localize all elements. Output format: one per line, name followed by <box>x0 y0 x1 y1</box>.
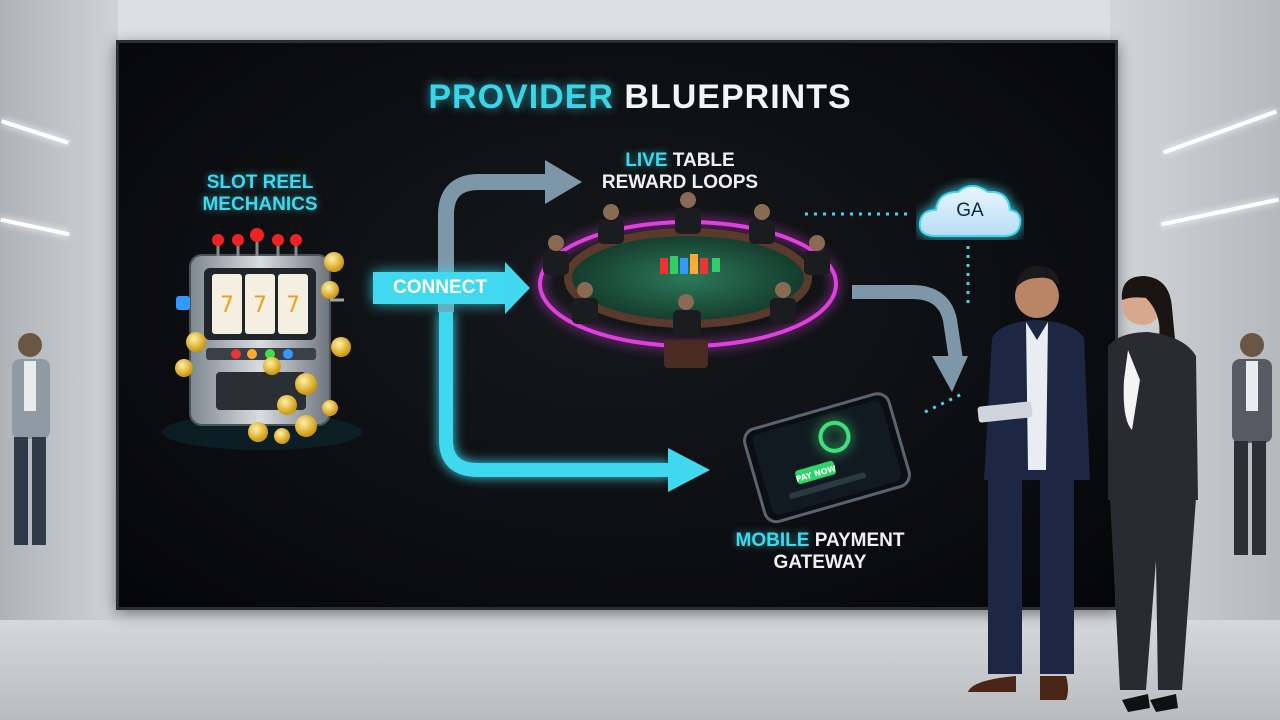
mobile-label-line1: MOBILE PAYMENT <box>720 530 920 552</box>
presenter-woman <box>1108 276 1198 712</box>
arrow-to-mobile <box>439 312 670 477</box>
live-table-icon <box>538 192 838 368</box>
live-table-label: LIVE TABLE REWARD LOOPS <box>580 150 780 194</box>
live-label-accent: LIVE <box>625 150 668 171</box>
connect-label: CONNECT <box>373 272 507 304</box>
slot-label-line2: MECHANICS <box>202 194 318 215</box>
connect-arrow-head-icon <box>505 262 530 314</box>
arrow-head-icon <box>668 448 710 492</box>
gold-coins-icon <box>175 252 351 444</box>
presenter-man <box>968 266 1090 700</box>
slot-label-line1: SLOT REEL <box>206 172 314 193</box>
svg-text:7: 7 <box>220 293 234 318</box>
arrow-to-presenters <box>852 285 963 362</box>
dealers-and-players-icon <box>543 192 830 368</box>
cloud-ga: GA <box>916 178 1024 240</box>
live-label-rest: TABLE <box>672 150 735 171</box>
smartphone-icon: PAY NOW <box>742 392 911 524</box>
cloud-icon <box>918 185 1022 237</box>
mobile-payment-label: MOBILE PAYMENT GATEWAY <box>720 530 920 574</box>
title-rest: BLUEPRINTS <box>624 78 852 116</box>
background-person-left <box>12 333 50 545</box>
dotted-connector <box>924 392 963 414</box>
svg-text:7: 7 <box>286 293 300 318</box>
slot-reel-label: SLOT REEL MECHANICS <box>180 172 340 216</box>
arrow-head-icon <box>932 356 968 392</box>
diagram-title: PROVIDER BLUEPRINTS <box>0 78 1280 117</box>
live-label-line1: LIVE TABLE <box>580 150 780 172</box>
title-accent: PROVIDER <box>428 78 614 116</box>
mobile-label-rest: PAYMENT <box>814 530 905 551</box>
cloud-label: GA <box>956 200 984 221</box>
arrow-head-icon <box>545 160 582 204</box>
arrow-to-live-table <box>438 174 548 312</box>
casino-chips-icon <box>660 254 720 274</box>
background-person-right <box>1232 333 1272 555</box>
live-label-line2: REWARD LOOPS <box>601 172 759 193</box>
svg-text:7: 7 <box>253 293 267 318</box>
mobile-label-line2: GATEWAY <box>773 552 867 573</box>
mobile-label-accent: MOBILE <box>735 530 810 551</box>
